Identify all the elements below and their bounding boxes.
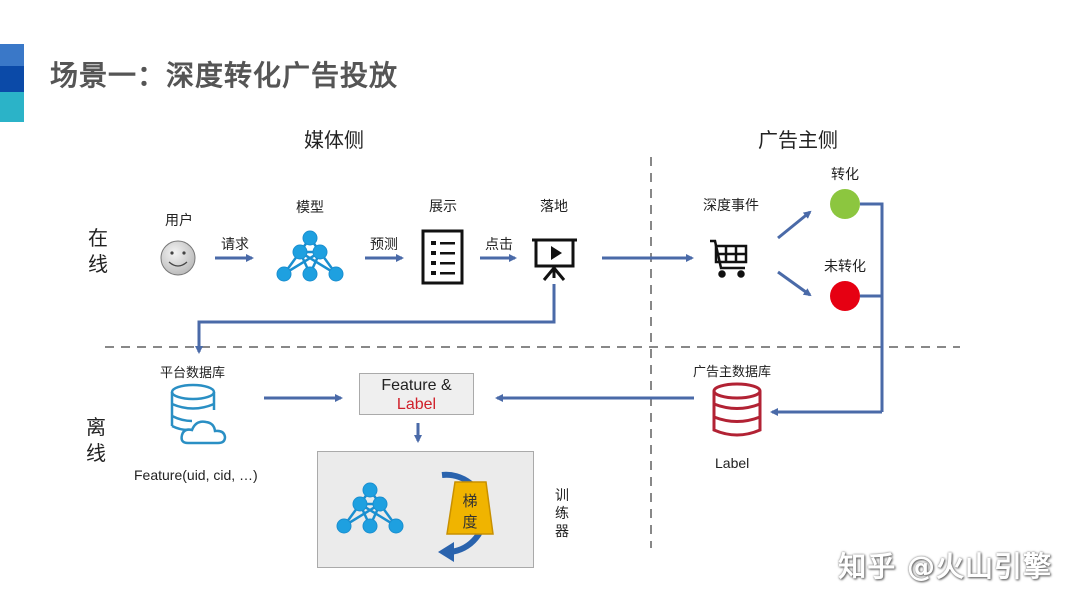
display-label: 展示 bbox=[429, 199, 457, 215]
converted-label: 转化 bbox=[831, 167, 859, 183]
online-char-2: 线 bbox=[88, 252, 108, 276]
offline-label: 离 线 bbox=[84, 414, 108, 466]
advertiser-database-icon bbox=[712, 382, 762, 437]
trainer-network-icon bbox=[336, 482, 404, 534]
trainer-char-1: 训 bbox=[555, 488, 569, 504]
logo-block bbox=[0, 44, 24, 122]
trainer-char-3: 器 bbox=[555, 524, 569, 540]
online-char-1: 在 bbox=[88, 226, 108, 250]
gradient-trapezoid-icon bbox=[446, 481, 494, 535]
trainer-box bbox=[317, 451, 534, 568]
landing-presentation-icon bbox=[532, 238, 577, 281]
landing-to-platform-db-arrow bbox=[195, 284, 556, 354]
predict-label: 预测 bbox=[370, 237, 398, 253]
platform-db-caption: Feature(uid, cid, …) bbox=[134, 467, 258, 483]
online-label: 在 线 bbox=[86, 225, 110, 277]
trainer-label: 训 练 器 bbox=[554, 487, 570, 541]
feature-text: Feature & bbox=[381, 377, 452, 394]
trainer-char-2: 练 bbox=[555, 506, 569, 522]
landing-label: 落地 bbox=[540, 199, 568, 215]
gradient-char-1: 梯 bbox=[462, 492, 477, 510]
user-label: 用户 bbox=[165, 213, 193, 229]
media-side-heading: 媒体侧 bbox=[304, 128, 364, 152]
to-not-converted-arrow bbox=[777, 270, 812, 297]
deep-event-label: 深度事件 bbox=[703, 198, 759, 214]
watermark: 知乎 @火山引擎 bbox=[838, 550, 1052, 583]
not-converted-indicator bbox=[830, 281, 860, 311]
model-network-icon bbox=[276, 230, 344, 282]
not-converted-label: 未转化 bbox=[824, 259, 866, 275]
user-smiley-icon bbox=[160, 240, 196, 276]
feature-label-box: Feature & Label bbox=[359, 373, 474, 415]
offline-char-1: 离 bbox=[86, 415, 106, 439]
platform-database-icon bbox=[170, 383, 227, 445]
display-list-icon bbox=[421, 229, 464, 285]
offline-char-2: 线 bbox=[86, 441, 106, 465]
advertiser-side-heading: 广告主侧 bbox=[758, 128, 838, 152]
advertiser-db-caption: Label bbox=[715, 455, 750, 471]
model-label: 模型 bbox=[296, 200, 324, 216]
label-text: Label bbox=[396, 396, 437, 413]
shopping-cart-icon bbox=[710, 239, 748, 278]
page-title: 场景一：深度转化广告投放 bbox=[50, 59, 399, 92]
advertiser-db-label: 广告主数据库 bbox=[693, 365, 772, 380]
to-converted-arrow bbox=[777, 210, 812, 240]
converted-bracket-line bbox=[860, 202, 884, 412]
gradient-char-2: 度 bbox=[462, 513, 477, 531]
request-label: 请求 bbox=[221, 237, 249, 253]
click-label: 点击 bbox=[485, 237, 513, 253]
converted-indicator bbox=[830, 189, 860, 219]
platform-db-label: 平台数据库 bbox=[160, 366, 226, 381]
